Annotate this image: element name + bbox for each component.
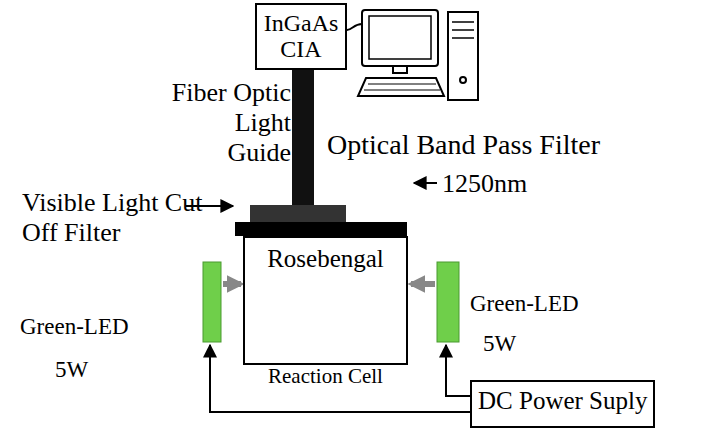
detector-box: InGaAs CIA [255, 3, 347, 70]
power-label: 5W [55, 358, 88, 382]
power-wire [446, 345, 470, 396]
part-label: Visible Light Cut Off Filter [22, 188, 237, 248]
fiber-light-guide [292, 70, 314, 206]
computer-icon [358, 10, 478, 100]
part-label: Green-LED [470, 292, 579, 316]
green-led [203, 262, 221, 342]
node-title: DC Power Suply [478, 388, 647, 414]
node-title: Rosebengal [253, 246, 398, 272]
part-label: Green-LED [20, 315, 129, 339]
power-label: 5W [483, 332, 516, 356]
light-arrow [411, 281, 435, 287]
part-label: Fiber Optic Light Guide [165, 78, 291, 168]
power-supply-box: DC Power Suply [470, 380, 655, 428]
node-title: InGaAs CIA [261, 11, 341, 61]
reaction-cell: RosebengalReaction Cell [243, 236, 408, 365]
wavelength-label: 1250nm [442, 170, 527, 197]
band-pass-filter [250, 205, 346, 223]
pointer-arrow [414, 182, 437, 184]
light-arrow [223, 281, 241, 287]
cut-off-filter [235, 222, 407, 236]
data-cable [347, 24, 362, 30]
node-caption: Reaction Cell [245, 365, 406, 387]
part-label: Optical Band Pass Filter [327, 130, 600, 159]
green-led [437, 262, 459, 342]
